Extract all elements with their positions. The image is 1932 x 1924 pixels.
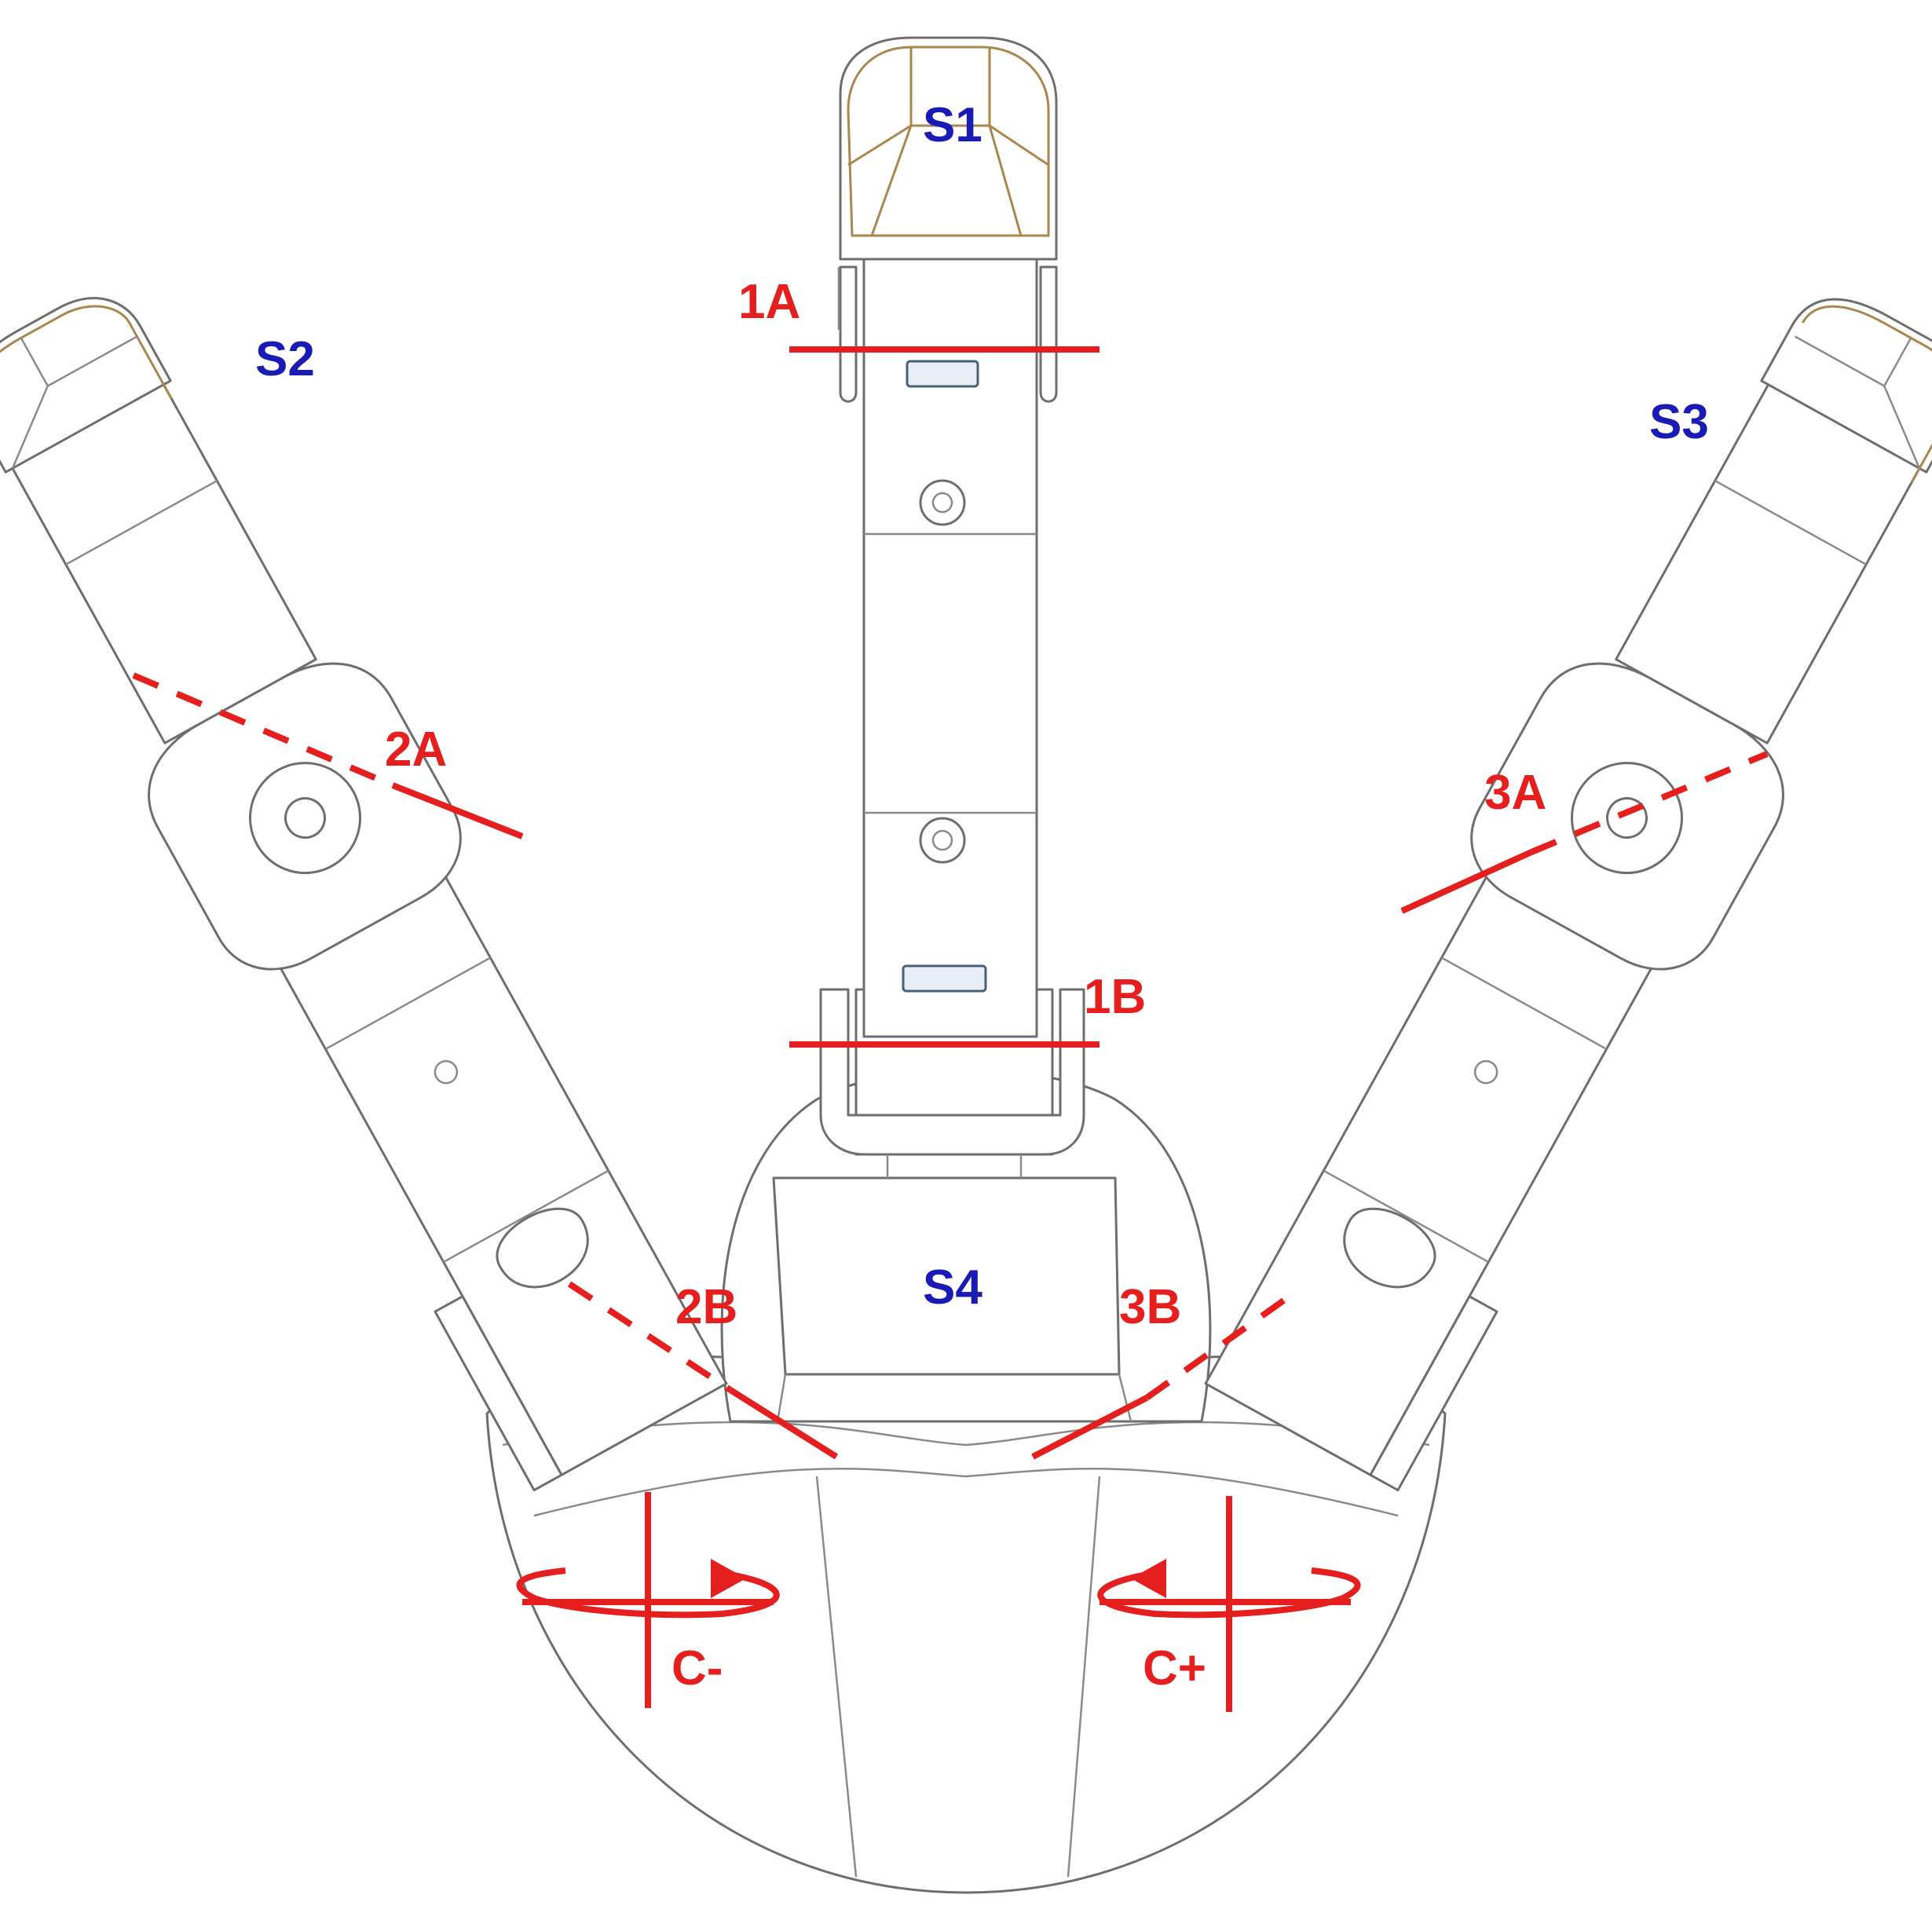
label-3b: 3B <box>1119 1280 1181 1334</box>
label-s2: S2 <box>255 332 315 386</box>
axis-3a-dashed <box>1530 751 1769 855</box>
arrowhead-c-minus <box>711 1559 746 1598</box>
axis-3b <box>1031 1395 1148 1460</box>
rotation-arrow-c-minus <box>516 1567 780 1619</box>
label-c-plus: C+ <box>1143 1641 1206 1695</box>
joint-axes <box>132 267 1769 1712</box>
arrowhead-c-plus <box>1131 1559 1166 1598</box>
finger-2 <box>0 297 728 1492</box>
axis-2a <box>391 782 524 839</box>
finger-3 <box>1204 298 1932 1492</box>
label-1b: 1B <box>1084 970 1146 1024</box>
axis-2b <box>728 1387 839 1460</box>
label-1a: 1A <box>738 275 800 329</box>
axis-2b-dashed <box>567 1281 733 1393</box>
axis-3a <box>1400 849 1533 914</box>
label-s1: S1 <box>923 98 982 152</box>
label-s4: S4 <box>923 1260 982 1315</box>
axis-3b-dashed <box>1144 1289 1298 1401</box>
label-2a: 2A <box>385 722 447 777</box>
finger-1 <box>819 36 1085 1178</box>
label-3a: 3A <box>1484 766 1546 820</box>
labels: S1 S2 S3 S4 1A 1B 2A 2B 3A 3B C- C+ <box>255 98 1709 1695</box>
label-2b: 2B <box>675 1280 737 1334</box>
rotation-arrow-c-plus <box>1097 1567 1361 1619</box>
label-s3: S3 <box>1649 395 1709 449</box>
label-c-minus: C- <box>671 1641 723 1695</box>
s4-housing <box>720 1069 1212 1423</box>
